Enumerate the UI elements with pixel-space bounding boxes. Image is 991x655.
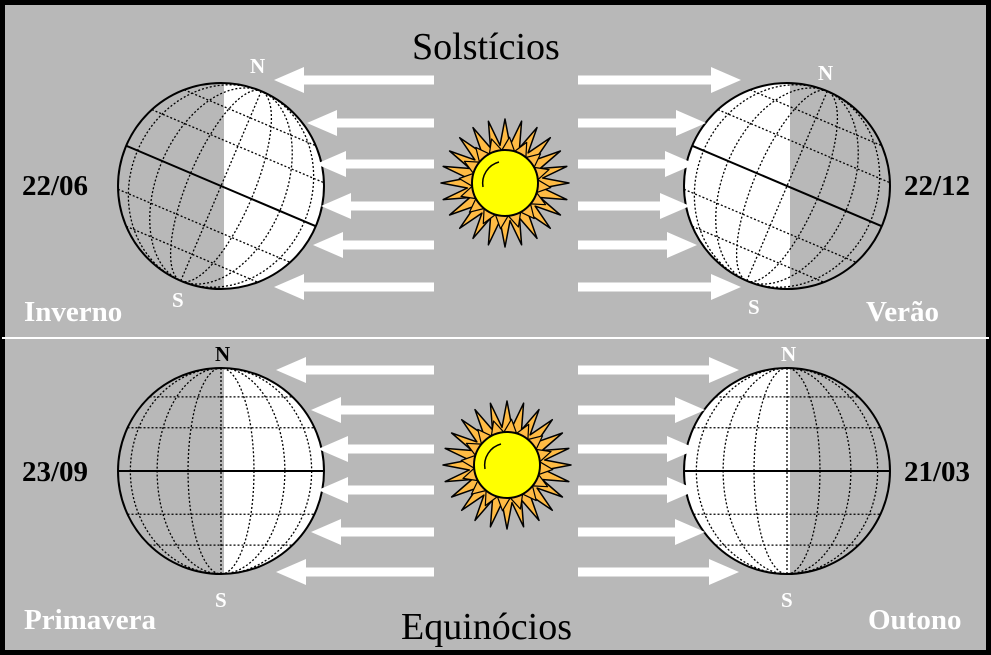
sun-icon — [442, 400, 572, 530]
sun-ray-arrows — [274, 67, 741, 585]
arrow-icon — [311, 397, 434, 423]
arrow-icon — [578, 436, 697, 462]
south-pole-label: S — [172, 288, 184, 312]
arrow-icon — [321, 193, 434, 219]
title-equinoxes: Equinócios — [401, 606, 572, 648]
date-label: 21/03 — [904, 456, 971, 488]
arrow-icon — [578, 477, 697, 503]
arrow-icon — [307, 110, 434, 136]
north-pole-label: N — [250, 54, 266, 78]
south-pole-label: S — [781, 588, 793, 612]
arrow-icon — [276, 357, 434, 383]
arrow-icon — [313, 232, 434, 258]
arrow-icon — [274, 274, 434, 300]
north-pole-label: N — [818, 61, 834, 85]
arrow-icon — [578, 519, 705, 545]
sun-icon — [440, 118, 570, 248]
arrow-icon — [578, 151, 695, 177]
north-pole-label: N — [781, 342, 797, 366]
date-label: 22/12 — [904, 170, 971, 202]
arrow-icon — [276, 559, 434, 585]
season-label: Inverno — [24, 296, 123, 328]
date-label: 22/06 — [22, 170, 89, 202]
title-solstices: Solstícios — [412, 26, 560, 68]
arrow-icon — [274, 67, 434, 93]
arrow-icon — [578, 67, 741, 93]
arrow-icon — [578, 193, 690, 219]
arrow-icon — [578, 232, 697, 258]
arrow-icon — [578, 397, 705, 423]
south-pole-label: S — [215, 588, 227, 612]
arrow-icon — [578, 110, 706, 136]
arrow-icon — [578, 357, 739, 383]
south-pole-label: S — [748, 295, 760, 319]
season-label: Primavera — [24, 604, 157, 636]
arrow-icon — [318, 477, 434, 503]
north-pole-label: N — [215, 342, 231, 366]
arrow-icon — [316, 151, 434, 177]
date-label: 23/09 — [22, 456, 89, 488]
season-label: Outono — [868, 604, 962, 636]
arrow-icon — [318, 436, 434, 462]
arrow-icon — [311, 519, 434, 545]
arrow-icon — [578, 559, 739, 585]
arrow-icon — [578, 274, 741, 300]
season-label: Verão — [866, 296, 940, 328]
